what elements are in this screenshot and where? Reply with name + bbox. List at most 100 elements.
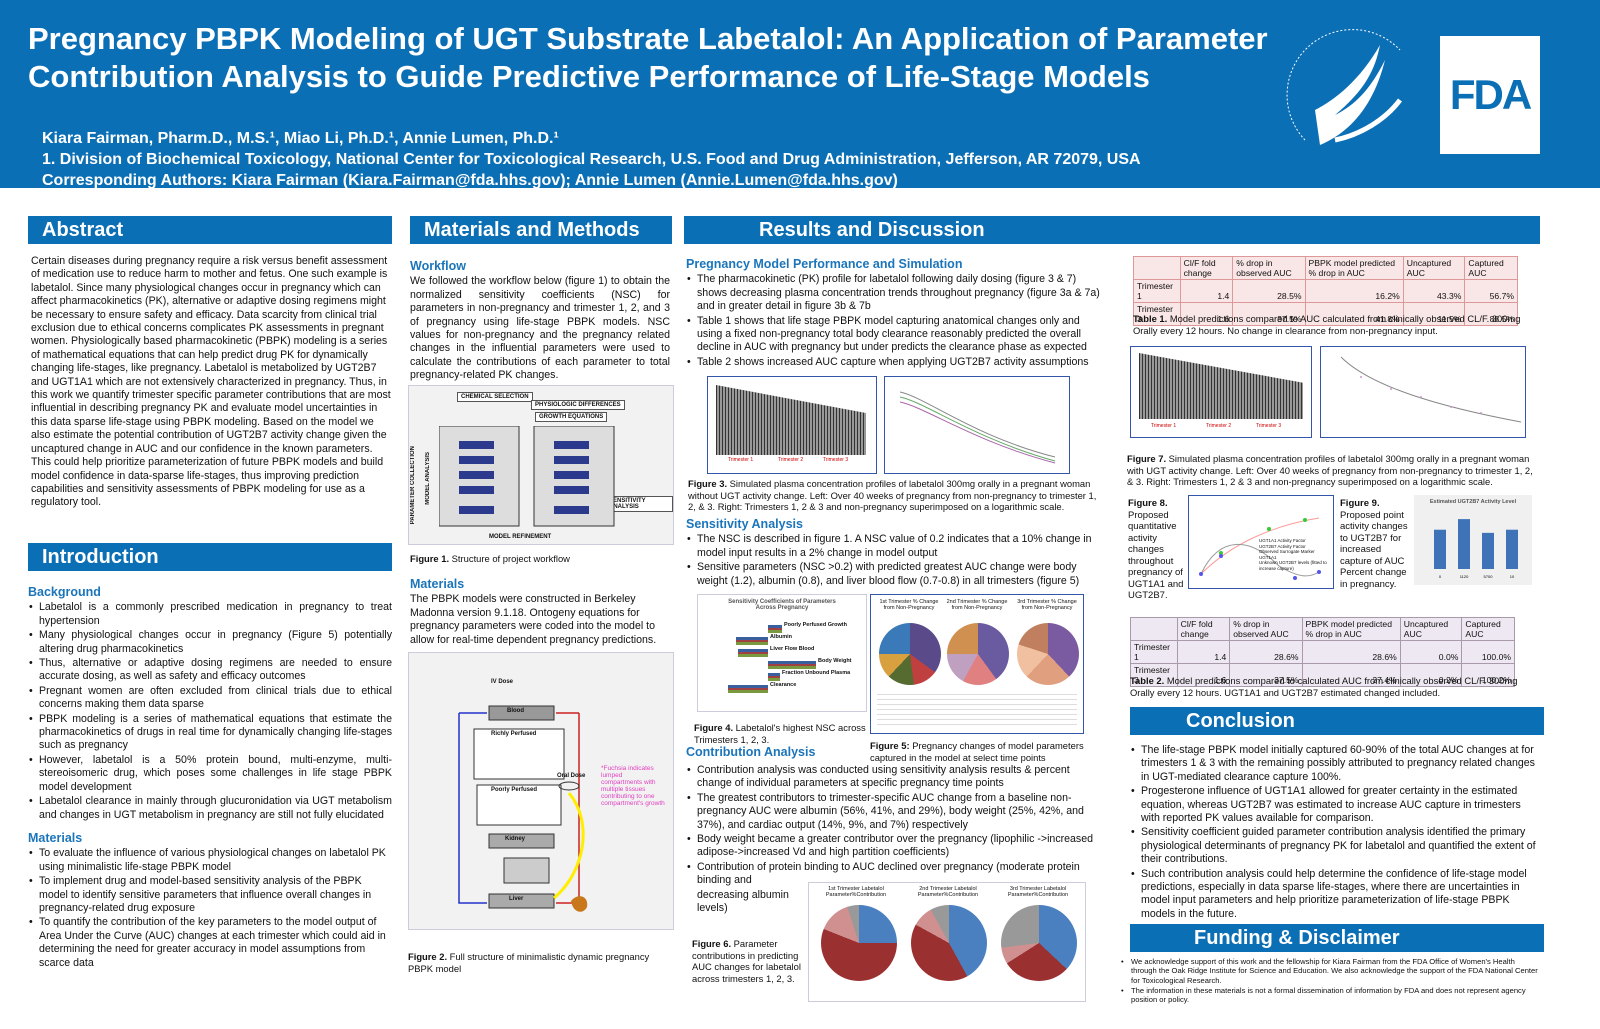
figure-1-workflow-diagram: CHEMICAL SELECTION PHYSIOLOGIC DIFFERENC… xyxy=(408,385,674,545)
pie-legend xyxy=(877,693,1077,729)
sensitivity-section: Sensitivity Analysis The NSC is describe… xyxy=(686,512,1106,589)
activity-bar xyxy=(1506,529,1518,569)
figure-3-caption: Figure 3. Simulated plasma concentration… xyxy=(688,478,1097,512)
list-item: Labetalol is a commonly prescribed medic… xyxy=(28,601,392,628)
table-cell: 100.2% xyxy=(1461,663,1515,687)
fig2-label: Kidney xyxy=(505,836,526,842)
list-item: Thus, alternative or adaptive dosing reg… xyxy=(28,657,392,684)
figure-5-caption: Figure 5: Pregnancy changes of model par… xyxy=(870,740,1084,763)
poster-title: Pregnancy PBPK Modeling of UGT Substrate… xyxy=(28,21,1268,94)
table-cell: % drop in observed AUC xyxy=(1232,256,1306,280)
table-cell: 37.5% xyxy=(1232,302,1306,326)
nsc-bar xyxy=(738,651,768,654)
table-cell: 0.0% xyxy=(1399,640,1463,664)
table-cell xyxy=(1130,617,1178,641)
list-item: We acknowledge support of this work and … xyxy=(1120,957,1540,985)
figure-7-caption: Figure 7. Simulated plasma concentration… xyxy=(1127,453,1533,487)
table-cell: PBPK model predicted % drop in AUC xyxy=(1301,617,1401,641)
fig1-label: CHEMICAL SELECTION xyxy=(457,392,533,402)
fig2-diagram xyxy=(458,705,588,912)
activity-bar xyxy=(1482,532,1494,569)
pie-title: 2nd Trimester % Change from Non-Pregnanc… xyxy=(946,599,1008,611)
nsc-bar xyxy=(768,630,782,633)
table-1-caption: Table 1. Model predictions compared to A… xyxy=(1133,313,1521,336)
results-heading: Results and Discussion xyxy=(684,216,1540,244)
fig1-label: MODEL ANALYSIS xyxy=(425,452,431,505)
figure-2-model-structure: IV Dose Blood Richly Perfused Poorly Per… xyxy=(408,652,674,930)
conclusion-body: The life-stage PBPK model initially capt… xyxy=(1130,744,1540,922)
table-cell: 11.5% xyxy=(1402,302,1466,326)
nsc-bar xyxy=(728,685,768,688)
list-item: Contribution of protein binding to AUC d… xyxy=(686,861,1106,888)
fig2-label: Liver xyxy=(509,896,524,902)
list-item: The pharmacokinetic (PK) profile for lab… xyxy=(686,273,1106,313)
trimester-label: Trimester 2 xyxy=(1206,423,1232,429)
table-cell: Trimester 3 xyxy=(1130,663,1178,687)
figure-4-nsc-chart: Sensitivity Coefficients of Parameters A… xyxy=(697,594,867,712)
introduction-heading: Introduction xyxy=(28,543,392,571)
nsc-bar xyxy=(768,661,816,664)
table-cell xyxy=(1133,256,1181,280)
nsc-bar xyxy=(736,639,768,642)
pie-chart xyxy=(879,623,941,685)
list-item: PBPK modeling is a series of mathematica… xyxy=(28,713,392,753)
list-item: The greatest contributors to trimester-s… xyxy=(686,792,1106,832)
table-cell: 28.5% xyxy=(1232,279,1306,303)
table-2-caption: Table 2. Model predictions compared to c… xyxy=(1130,675,1518,698)
tick-label: 0 xyxy=(1439,574,1442,579)
tick-label: 1120 xyxy=(1460,574,1469,579)
concentration-oscillation xyxy=(1139,353,1303,419)
table-cell: Trimester 1 xyxy=(1133,279,1181,303)
figure-8-caption: Figure 8. Proposed quantitative activity… xyxy=(1128,498,1184,601)
funding-body: We acknowledge support of this work and … xyxy=(1120,957,1540,1005)
table-cell: 43.3% xyxy=(1402,279,1466,303)
pie-title: 2nd Trimester Labetalol Parameter%Contri… xyxy=(917,886,979,898)
fig1-label: PHYSIOLOGIC DIFFERENCES xyxy=(531,400,625,410)
nsc-bar xyxy=(736,642,768,645)
list-item: Progesterone influence of UGT1A1 allowed… xyxy=(1130,785,1540,825)
hhs-seal-icon xyxy=(1286,29,1402,145)
workflow-heading: Workflow xyxy=(410,259,467,273)
nsc-bar xyxy=(736,637,768,640)
table-cell: Captured AUC xyxy=(1464,256,1518,280)
authors: Kiara Fairman, Pharm.D., M.S.¹, Miao Li,… xyxy=(42,130,559,147)
table-cell: Trimester 3 xyxy=(1133,302,1181,326)
funding-heading: Funding & Disclaimer xyxy=(1130,924,1544,952)
contribution-pie xyxy=(1001,905,1077,981)
nsc-bar xyxy=(738,649,768,652)
activity-bar xyxy=(1434,529,1446,569)
list-item: To quantify the contribution of the key … xyxy=(28,916,392,970)
trimester-label: Trimester 3 xyxy=(1256,423,1282,429)
contribution-heading: Contribution Analysis xyxy=(686,745,816,759)
figure-2-caption: Figure 2. Full structure of minimalistic… xyxy=(408,951,650,974)
pie-chart xyxy=(947,623,1009,685)
table-cell: 37.5% xyxy=(1229,663,1303,687)
materials-section: Materials The PBPK models were construct… xyxy=(410,572,670,647)
list-item: Contribution analysis was conducted usin… xyxy=(686,764,1106,791)
table-cell: 56.7% xyxy=(1464,279,1518,303)
list-item: To evaluate the influence of various phy… xyxy=(28,847,392,874)
fig1-model-boxes xyxy=(439,426,615,527)
scatter-curves xyxy=(1340,356,1522,423)
nsc-bar xyxy=(768,678,780,681)
affiliation: 1. Division of Biochemical Toxicology, N… xyxy=(42,151,1141,168)
tick-label: 5700 xyxy=(1484,574,1494,579)
table-cell: Captured AUC xyxy=(1461,617,1515,641)
figure-6-contribution-pies: 1st Trimester Labetalol Parameter%Contri… xyxy=(808,882,1086,1002)
list-item: The NSC is described in figure 1. A NSC … xyxy=(686,533,1106,560)
table-cell: 28.6% xyxy=(1301,640,1401,664)
pie-title: 3rd Trimester Labetalol Parameter%Contri… xyxy=(1007,886,1069,898)
contribution-pie xyxy=(821,905,897,981)
nsc-bar xyxy=(728,690,768,693)
list-item: Sensitivity coefficient guided parameter… xyxy=(1130,826,1540,866)
abstract-text: Certain diseases during pregnancy requir… xyxy=(31,255,391,509)
table-cell: 1.4 xyxy=(1176,640,1231,664)
table-cell: Cl/F fold change xyxy=(1176,617,1231,641)
